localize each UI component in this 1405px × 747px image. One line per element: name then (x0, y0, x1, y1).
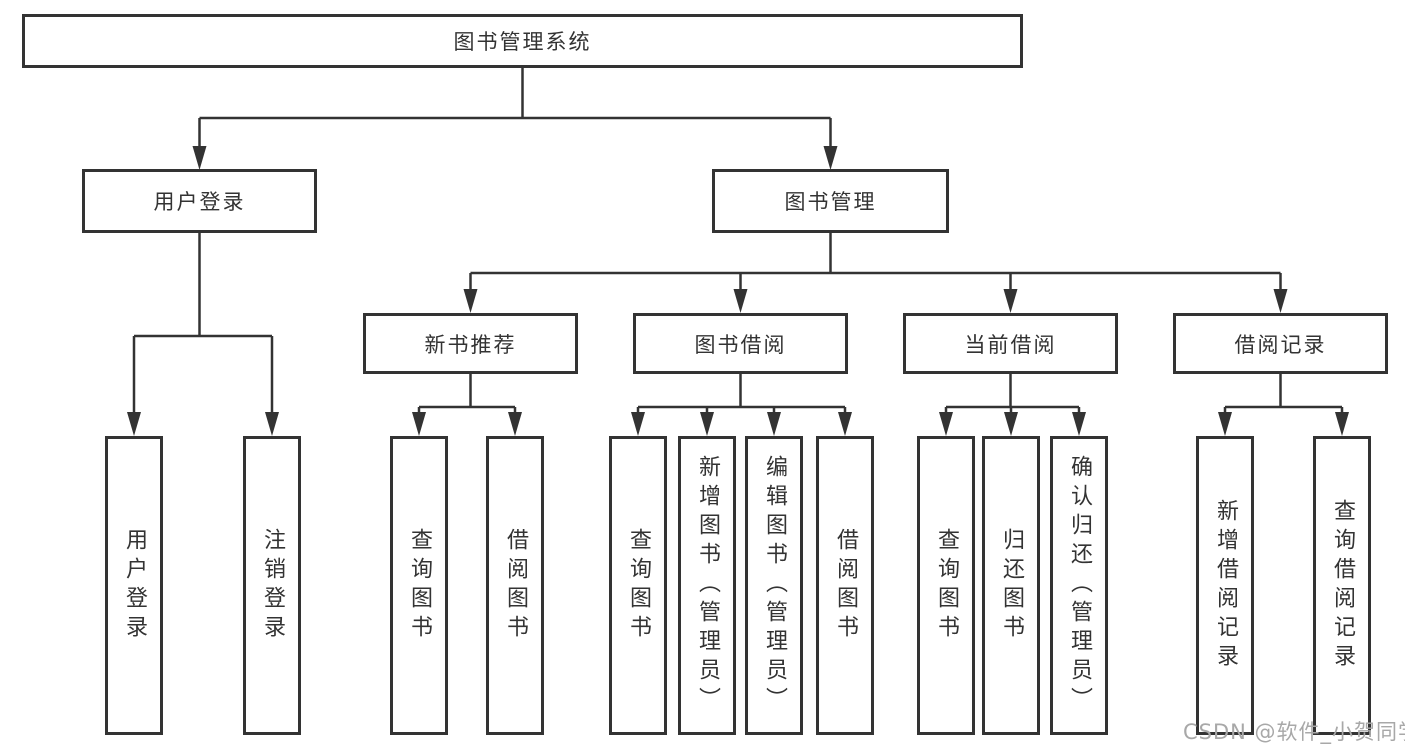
connector-group-sections (417, 374, 1344, 413)
leaf-user-login: 用户登录 (105, 436, 163, 735)
node-book-borrow-label: 图书借阅 (694, 332, 787, 357)
leaf-add-book-admin: 新增图书（管理员） (678, 436, 736, 735)
node-borrow-records: 借阅记录 (1173, 313, 1388, 374)
node-book-borrow: 图书借阅 (633, 313, 848, 374)
leaf-query-books-current: 查询图书 (917, 436, 975, 735)
leaf-query-books-rec: 查询图书 (390, 436, 448, 735)
leaf-logout-label: 注销登录 (260, 527, 285, 644)
node-root: 图书管理系统 (22, 14, 1023, 68)
node-new-book-rec-label: 新书推荐 (424, 332, 517, 357)
leaf-add-book-admin-label: 新增图书（管理员） (695, 455, 720, 716)
connector-group-user-login (132, 233, 274, 413)
leaf-edit-book-admin: 编辑图书（管理员） (745, 436, 803, 735)
leaf-edit-book-admin-label: 编辑图书（管理员） (762, 455, 787, 716)
leaf-query-books-current-label: 查询图书 (934, 527, 959, 644)
node-root-label: 图书管理系统 (453, 30, 592, 54)
node-book-mgmt-label: 图书管理 (784, 190, 877, 214)
leaf-query-books-borrow-label: 查询图书 (626, 527, 651, 644)
leaf-confirm-return-admin-label: 确认归还（管理员） (1067, 455, 1092, 716)
leaf-user-login-label: 用户登录 (122, 527, 147, 644)
leaf-confirm-return-admin: 确认归还（管理员） (1050, 436, 1108, 735)
node-current-borrow: 当前借阅 (903, 313, 1118, 374)
leaf-add-borrow-record-label: 新增借阅记录 (1213, 498, 1238, 673)
node-borrow-records-label: 借阅记录 (1234, 332, 1327, 357)
leaf-borrow-book-label: 借阅图书 (833, 527, 858, 644)
leaf-return-book-label: 归还图书 (999, 527, 1024, 644)
leaf-borrow-books-rec: 借阅图书 (486, 436, 544, 735)
connector-group-root (198, 68, 832, 147)
leaf-borrow-books-rec-label: 借阅图书 (503, 527, 528, 644)
leaf-logout: 注销登录 (243, 436, 301, 735)
leaf-return-book: 归还图书 (982, 436, 1040, 735)
node-user-login: 用户登录 (82, 169, 317, 233)
leaf-query-borrow-record: 查询借阅记录 (1313, 436, 1371, 735)
node-new-book-rec: 新书推荐 (363, 313, 578, 374)
leaf-borrow-book: 借阅图书 (816, 436, 874, 735)
leaf-query-books-rec-label: 查询图书 (407, 527, 432, 644)
node-book-mgmt: 图书管理 (712, 169, 949, 233)
leaf-query-books-borrow: 查询图书 (609, 436, 667, 735)
arrowheads (127, 146, 1349, 436)
node-user-login-label: 用户登录 (153, 190, 246, 214)
connector-group-book-mgmt (469, 233, 1282, 290)
leaf-query-borrow-record-label: 查询借阅记录 (1330, 498, 1355, 673)
node-current-borrow-label: 当前借阅 (964, 332, 1057, 357)
leaf-add-borrow-record: 新增借阅记录 (1196, 436, 1254, 735)
csdn-watermark: CSDN @软件_小贺同学 (1183, 720, 1405, 744)
